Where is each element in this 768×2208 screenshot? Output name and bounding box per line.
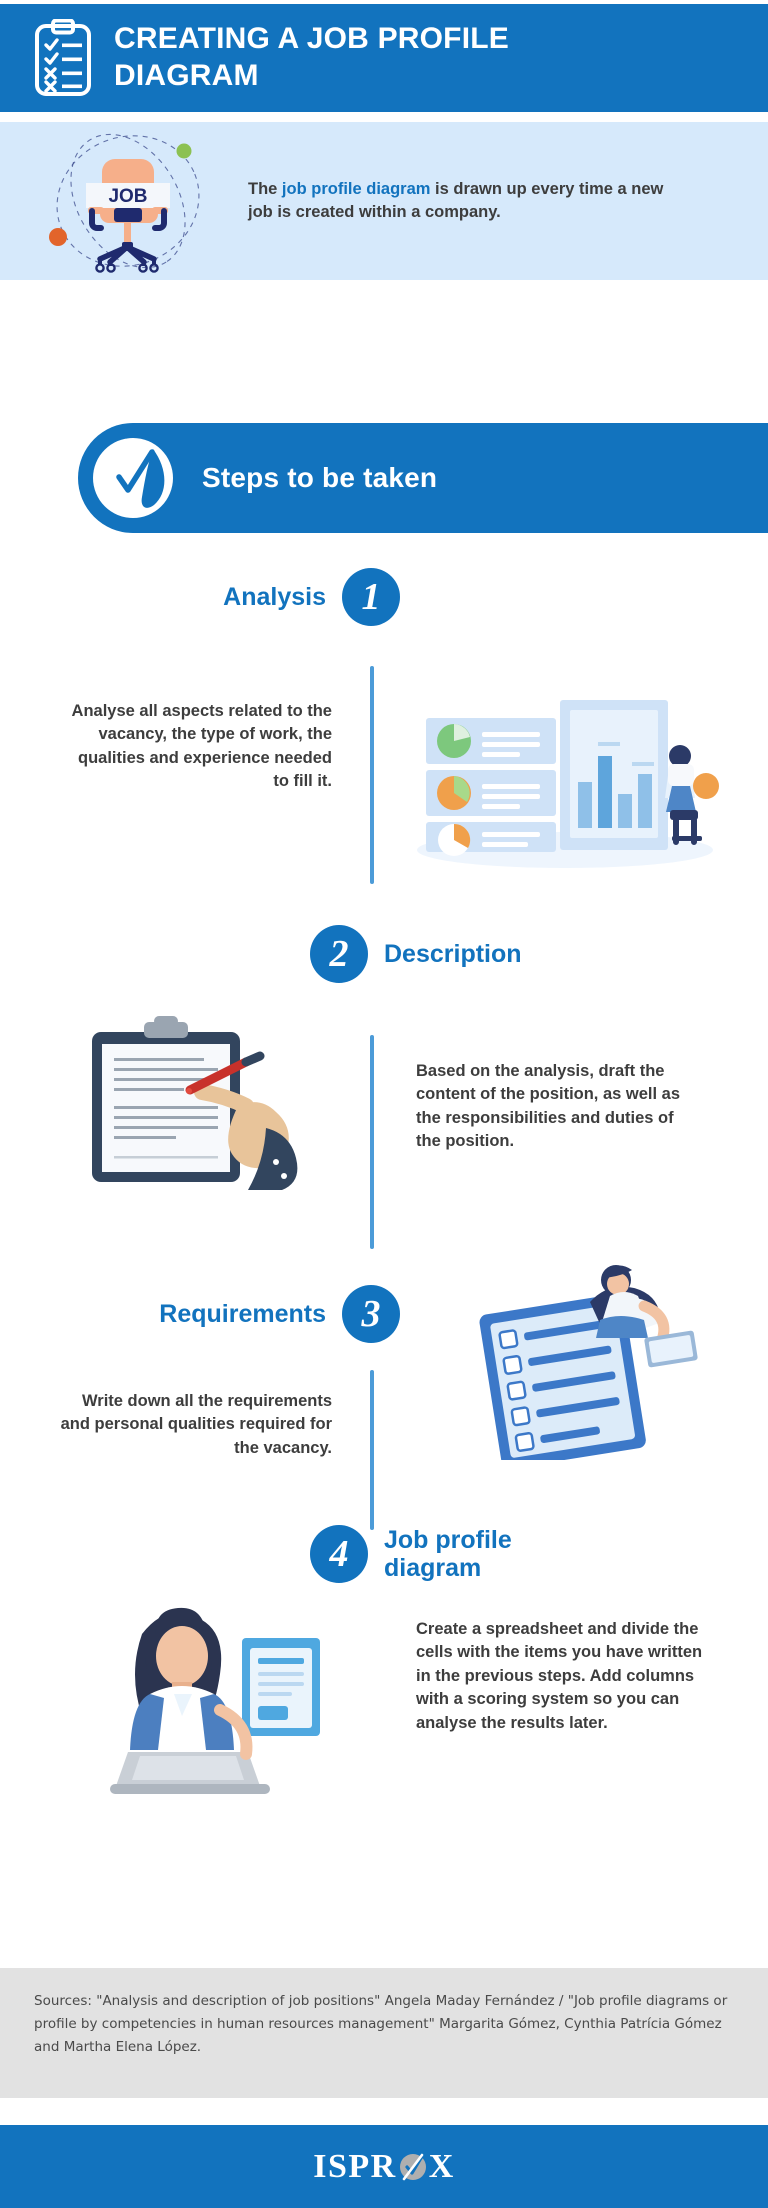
- step-4-header: 4 Job profile diagram: [310, 1525, 650, 1583]
- step-1-divider-line: [370, 666, 374, 884]
- check-circle-icon: [90, 435, 176, 521]
- intro-text-after: is drawn up every time a new job is crea…: [248, 179, 664, 221]
- green-dot-icon: [176, 143, 192, 159]
- intro-section: JOB The job profile diag: [0, 122, 768, 280]
- clipboard-checklist-icon: [35, 19, 91, 96]
- step-2-number: 2: [310, 925, 368, 983]
- step-3-number: 3: [342, 1285, 400, 1343]
- step-3-header: Requirements 3: [60, 1285, 400, 1343]
- step-3-body: Write down all the requirements and pers…: [60, 1392, 332, 1457]
- page-header: CREATING A JOB PROFILE DIAGRAM: [0, 4, 768, 112]
- step-4-title: Job profile diagram: [384, 1526, 512, 1582]
- check-circle-logo-icon: [399, 2153, 426, 2180]
- logo-text-left: ISPR: [313, 2147, 397, 2185]
- requirements-checklist-illustration: [440, 1250, 720, 1469]
- step-4-body: Create a spreadsheet and divide the cell…: [416, 1620, 703, 1732]
- svg-text:JOB: JOB: [108, 186, 147, 207]
- steps-banner: Steps to be taken: [78, 423, 768, 533]
- isprox-logo: ISPR X: [313, 2148, 455, 2186]
- sources-note: Sources: "Analysis and description of jo…: [0, 1968, 768, 2098]
- intro-text-before: The: [248, 179, 282, 198]
- step-1-header: Analysis 1: [100, 568, 400, 626]
- step-4-number: 4: [310, 1525, 368, 1583]
- step-1-number: 1: [342, 568, 400, 626]
- page-footer: ISPR X: [0, 2125, 768, 2208]
- step-3-title: Requirements: [159, 1300, 326, 1328]
- intro-highlight: job profile diagram: [281, 179, 431, 198]
- analysis-dashboard-illustration: [410, 690, 720, 875]
- diagram-woman-laptop-illustration: [80, 1590, 340, 1825]
- step-2-header: 2 Description: [310, 925, 650, 983]
- intro-text: The job profile diagram is drawn up ever…: [248, 178, 668, 225]
- step-1-body: Analyse all aspects related to the vacan…: [71, 702, 332, 791]
- orange-dot-icon: [49, 228, 67, 246]
- step-3-divider-line: [370, 1370, 374, 1530]
- step-1-title: Analysis: [223, 583, 326, 611]
- logo-text-right: X: [428, 2147, 455, 2185]
- office-chair-illustration: JOB: [22, 125, 234, 277]
- steps-banner-label: Steps to be taken: [202, 462, 438, 493]
- description-clipboard-illustration: [70, 1010, 330, 1195]
- page-title: CREATING A JOB PROFILE DIAGRAM: [114, 22, 509, 92]
- step-2-body: Based on the analysis, draft the content…: [416, 1062, 681, 1151]
- step-2-title: Description: [384, 940, 522, 968]
- step-2-divider-line: [370, 1035, 374, 1249]
